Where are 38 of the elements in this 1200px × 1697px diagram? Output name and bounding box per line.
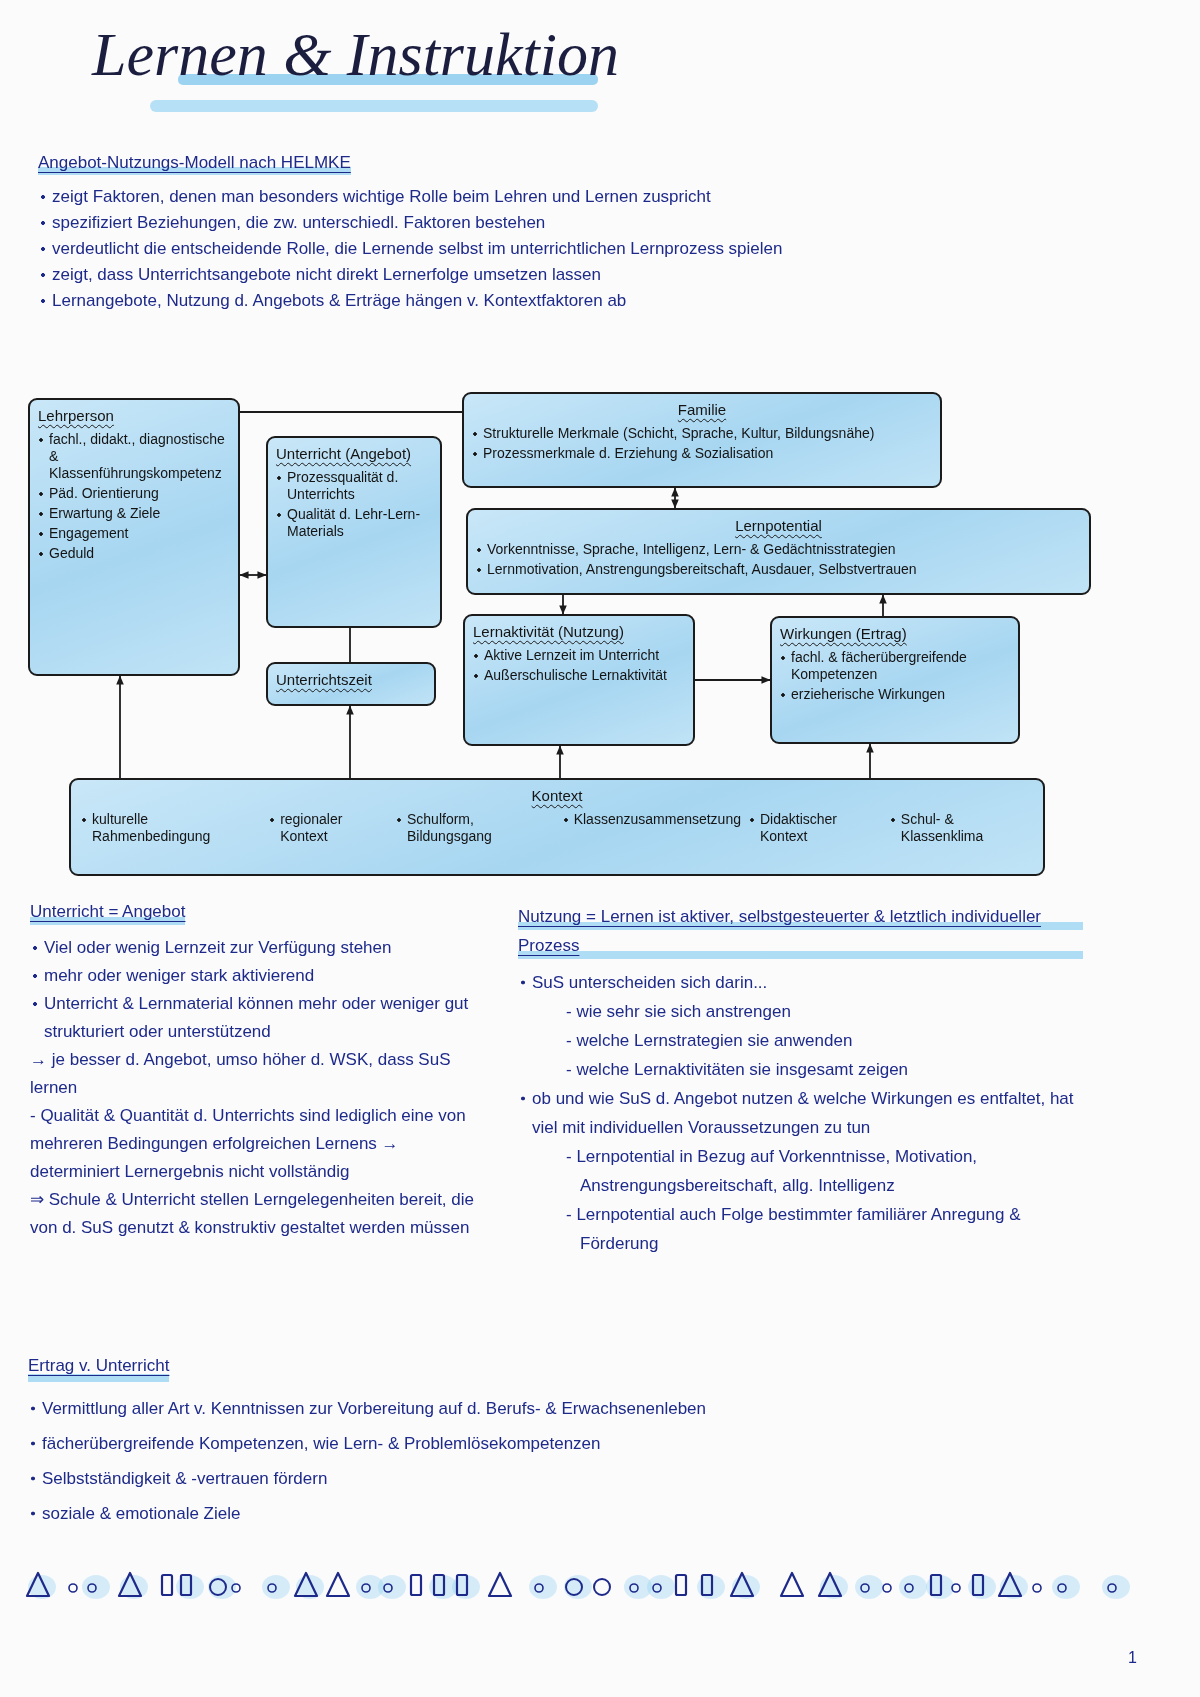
sub-bullet-text: - welche Lernaktivitäten sie insgesamt zeigen: [565, 1059, 910, 1081]
arrow: [346, 705, 354, 779]
note-text: - Qualität & Quantität d. Unterrichts sind lediglich eine von mehreren Bedingungen erfolgreichen Lernens → determiniert Lernergebnis nicht vollständig: [30, 1105, 467, 1183]
factor-box: [266, 436, 442, 628]
page-number: 1: [1128, 1648, 1138, 1668]
arrow: [556, 745, 564, 779]
factor-box: [463, 614, 695, 746]
arrow: [559, 594, 567, 615]
factor-box: [28, 398, 240, 676]
factor-box: [462, 392, 942, 488]
factor-title: Lernpotential: [735, 516, 822, 536]
factor-title: Unterrichtszeit: [276, 670, 372, 690]
factor-box: [466, 508, 1091, 595]
factor-title: Lehrperson: [38, 406, 114, 426]
factor-title: Unterricht (Angebot): [276, 444, 412, 464]
factor-box: [69, 778, 1045, 876]
arrow: [239, 571, 267, 579]
factor-item: Klassenzusammensetzung: [562, 811, 741, 828]
sub-bullet-text: - wie sehr sie sich anstrengen: [565, 1001, 792, 1023]
note-text: ⇒ Schule & Unterricht stellen Lerngelegenheiten bereit, die von d. SuS genutzt & konstruktiv gestaltet werden müssen: [30, 1189, 475, 1239]
sub-bullet-text: - Lernpotential in Bezug auf Vorkenntnisse, Motivation, Anstrengungsbereitschaft, allg. Intelligenz: [565, 1146, 979, 1197]
factor-title: Lernaktivität (Nutzung): [473, 622, 624, 642]
factor-title: Familie: [677, 400, 727, 420]
connector-line: [239, 411, 463, 413]
sub-bullet-text: - Lernpotential auch Folge bestimmter familiärer Anregung & Förderung: [565, 1204, 1022, 1255]
factor-box: [266, 662, 436, 706]
arrow: [879, 594, 887, 617]
arrow: [671, 487, 679, 509]
page-title: Lernen & Instruktion: [92, 19, 619, 90]
sub-bullet-text: - welche Lernstrategien sie anwenden: [565, 1030, 854, 1052]
connector-line: [349, 627, 351, 663]
arrow: [694, 676, 771, 684]
factor-box: [770, 616, 1020, 744]
arrow: [116, 675, 124, 779]
factor-title: Wirkungen (Ertrag): [780, 624, 907, 644]
note-text: → je besser d. Angebot, umso höher d. WSK, dass SuS lernen: [30, 1049, 452, 1099]
factor-title: Kontext: [531, 786, 583, 806]
arrow: [866, 743, 874, 779]
